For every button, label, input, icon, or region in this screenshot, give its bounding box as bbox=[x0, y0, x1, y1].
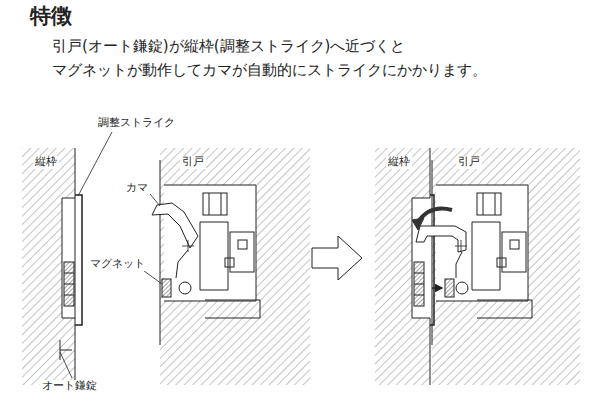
part-label: 引戸 bbox=[456, 156, 482, 169]
part-label: 引戸 bbox=[180, 156, 206, 169]
leader-lines bbox=[60, 132, 162, 378]
left-section bbox=[22, 148, 310, 385]
part-label: マグネット bbox=[88, 258, 147, 271]
heading: 特徴 bbox=[30, 4, 72, 28]
part-label: 縦枠 bbox=[33, 156, 59, 169]
part-label: カマ bbox=[124, 182, 150, 195]
description-text: 引戸(オート鎌錠)が縦枠(調整ストライク)へ近づくと bbox=[52, 38, 405, 55]
transition-arrow bbox=[312, 236, 362, 280]
right-section bbox=[375, 148, 580, 385]
description-text: マグネットが動作してカマが自動的にストライクにかかります。 bbox=[52, 62, 487, 79]
part-label: 縦枠 bbox=[386, 156, 412, 169]
part-label: 調整ストライク bbox=[96, 117, 177, 130]
part-label: オート鎌錠 bbox=[40, 380, 99, 393]
